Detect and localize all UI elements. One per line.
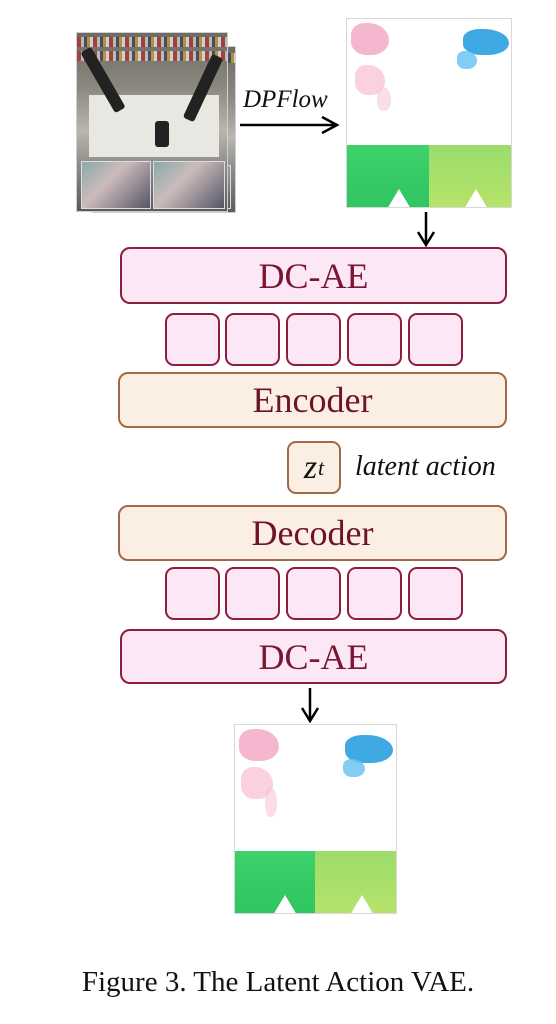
- output-flow-image: [234, 724, 397, 914]
- latent-symbol: z: [303, 448, 318, 486]
- decoder-label: Decoder: [251, 513, 374, 553]
- latent-token: [286, 567, 341, 620]
- down-arrow-top: [416, 212, 436, 248]
- latent-action-label: latent action: [355, 451, 496, 482]
- latent-token: [347, 567, 402, 620]
- latent-token: [225, 313, 280, 366]
- latent-subscript: t: [318, 454, 325, 480]
- latent-token: [225, 567, 280, 620]
- dpflow-label: DPFlow: [243, 86, 328, 113]
- latent-token: [347, 313, 402, 366]
- input-frame-front: [76, 32, 228, 212]
- latent-token: [408, 567, 463, 620]
- latent-token: [286, 313, 341, 366]
- down-arrow-bottom: [300, 688, 320, 724]
- input-flow-image: [346, 18, 512, 208]
- figure-caption: Figure 3. The Latent Action VAE.: [81, 966, 475, 998]
- latent-token: [408, 313, 463, 366]
- decoder-block: Decoder: [118, 505, 507, 561]
- dpflow-arrow: [240, 115, 340, 135]
- dc-ae-decoder-block: DC-AE: [120, 629, 507, 684]
- latent-token: [165, 567, 220, 620]
- encoder-block: Encoder: [118, 372, 507, 428]
- encoder-label: Encoder: [252, 380, 373, 420]
- latent-token: [165, 313, 220, 366]
- dc-ae-encoder-label: DC-AE: [258, 255, 369, 296]
- dc-ae-decoder-label: DC-AE: [258, 636, 369, 677]
- dc-ae-encoder-block: DC-AE: [120, 247, 507, 304]
